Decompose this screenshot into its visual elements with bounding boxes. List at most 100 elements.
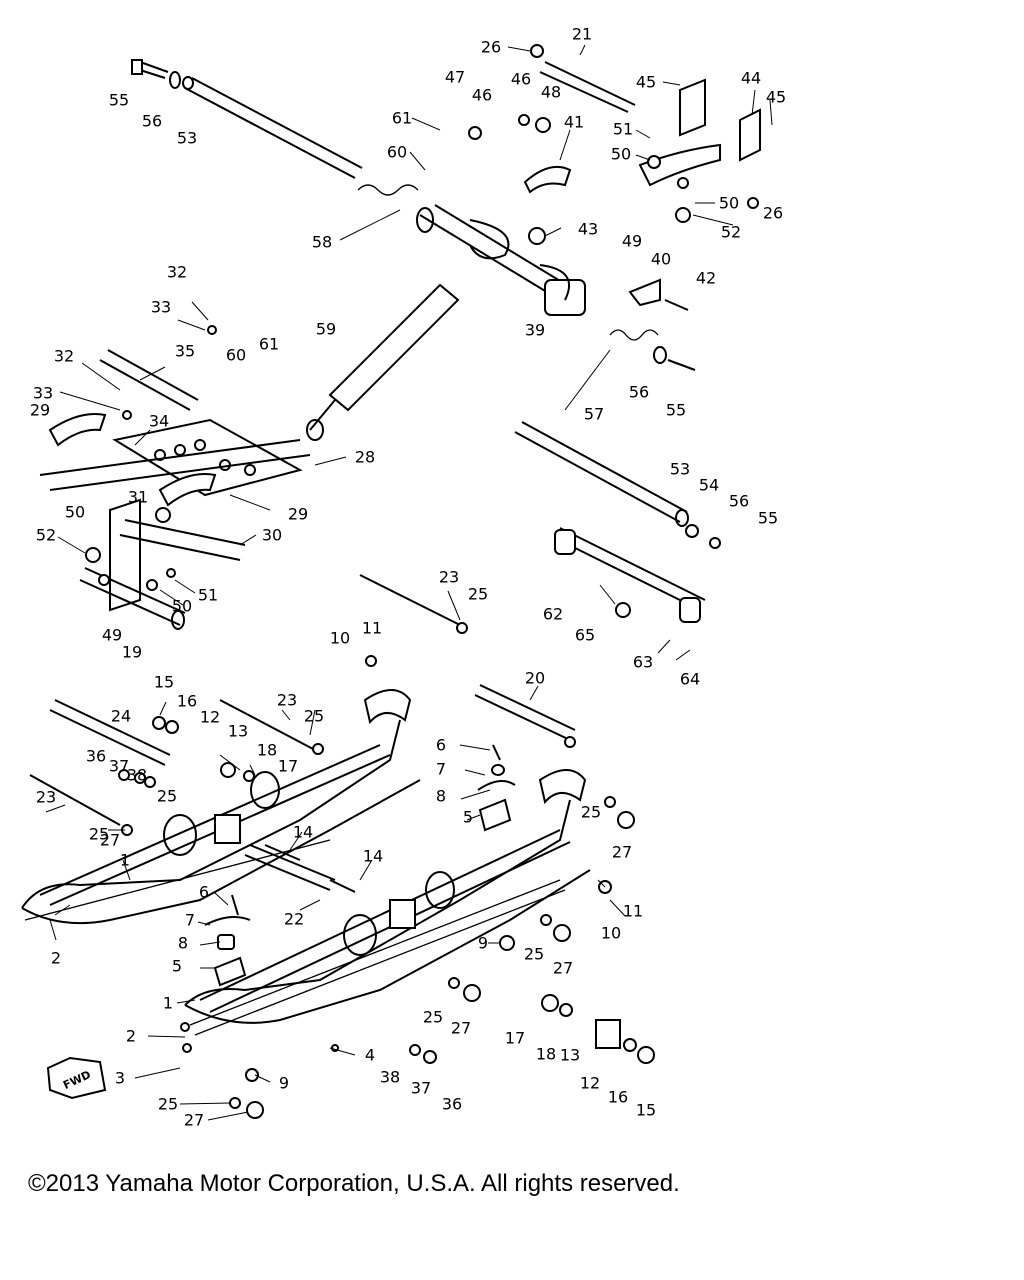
- part-label: 17: [278, 757, 298, 776]
- part-label: 9: [478, 934, 488, 953]
- part-label: 9: [279, 1074, 289, 1093]
- part-label: 46: [511, 70, 531, 89]
- leader-lines: [45, 44, 773, 1121]
- part-label: 55: [666, 401, 686, 420]
- copyright-notice: ©2013 Yamaha Motor Corporation, U.S.A. A…: [28, 1170, 680, 1197]
- part-label: 12: [580, 1074, 600, 1093]
- part-label: 1: [120, 851, 130, 870]
- fwd-arrow: [46, 1056, 107, 1100]
- drawing: [21, 44, 773, 1121]
- part-label: 62: [543, 605, 563, 624]
- part-label: 51: [613, 120, 633, 139]
- part-label: 14: [363, 847, 383, 866]
- part-label: 4: [365, 1046, 375, 1065]
- part-label: 64: [680, 670, 700, 689]
- part-label: 25: [304, 707, 324, 726]
- part-label: 54: [699, 476, 719, 495]
- part-label: 22: [284, 910, 304, 929]
- part-label: 38: [380, 1068, 400, 1087]
- part-label: 37: [411, 1079, 431, 1098]
- part-label: 50: [65, 503, 85, 522]
- part-label: 16: [608, 1088, 628, 1107]
- part-label: 46: [472, 86, 492, 105]
- part-label: 8: [178, 934, 188, 953]
- part-label: 55: [758, 509, 778, 528]
- part-label: 6: [436, 736, 446, 755]
- part-label: 57: [584, 405, 604, 424]
- part-label: 17: [505, 1029, 525, 1048]
- part-label: 25: [157, 787, 177, 806]
- part-label: 25: [468, 585, 488, 604]
- part-label: 56: [729, 492, 749, 511]
- part-label: 38: [127, 766, 147, 785]
- part-label: 60: [387, 143, 407, 162]
- part-label: 53: [177, 129, 197, 148]
- part-label: 31: [128, 488, 148, 507]
- part-label: 18: [536, 1045, 556, 1064]
- part-label: 26: [481, 38, 501, 57]
- part-label: 45: [636, 73, 656, 92]
- part-label: 39: [525, 321, 545, 340]
- part-label: 13: [560, 1046, 580, 1065]
- part-label: 55: [109, 91, 129, 110]
- part-label: 52: [721, 223, 741, 242]
- hardware-markers: [85, 44, 759, 1119]
- part-label: 27: [184, 1111, 204, 1130]
- part-label: 58: [312, 233, 332, 252]
- part-label: 19: [122, 643, 142, 662]
- part-label: 12: [200, 708, 220, 727]
- part-label: 27: [612, 843, 632, 862]
- part-label: 15: [154, 673, 174, 692]
- part-label: 36: [442, 1095, 462, 1114]
- part-label: 50: [719, 194, 739, 213]
- part-label: 35: [175, 342, 195, 361]
- part-label: 45: [766, 88, 786, 107]
- part-label: 30: [262, 526, 282, 545]
- part-label: 23: [36, 788, 56, 807]
- part-label: 25: [423, 1008, 443, 1027]
- part-label: 23: [439, 568, 459, 587]
- part-label: 28: [355, 448, 375, 467]
- part-label: 11: [362, 619, 382, 638]
- part-label: 24: [111, 707, 131, 726]
- part-label: 59: [316, 320, 336, 339]
- part-label: 50: [172, 597, 192, 616]
- part-label: 23: [277, 691, 297, 710]
- part-label: 3: [115, 1069, 125, 1088]
- part-label: 41: [564, 113, 584, 132]
- part-label: 65: [575, 626, 595, 645]
- part-label: 32: [54, 347, 74, 366]
- part-label: 6: [199, 883, 209, 902]
- part-label: 61: [259, 335, 279, 354]
- part-label: 56: [629, 383, 649, 402]
- part-label: 5: [463, 808, 473, 827]
- part-label: 26: [763, 204, 783, 223]
- part-label: 10: [330, 629, 350, 648]
- part-label: 7: [436, 760, 446, 779]
- part-label: 18: [257, 741, 277, 760]
- part-label: 7: [185, 911, 195, 930]
- part-label: 40: [651, 250, 671, 269]
- part-label: 27: [553, 959, 573, 978]
- part-label: 11: [623, 902, 643, 921]
- parts-exploded-diagram: 1 1 2 2 3 4 5 5 6 6 7 7 8 8 9 9 10 10 11…: [21, 25, 786, 1130]
- part-number-labels: 1 1 2 2 3 4 5 5 6 6 7 7 8 8 9 9 10 10 11…: [30, 25, 786, 1130]
- part-label: 56: [142, 112, 162, 131]
- part-label: 33: [151, 298, 171, 317]
- part-label: 61: [392, 109, 412, 128]
- part-label: 47: [445, 68, 465, 87]
- part-label: 29: [30, 401, 50, 420]
- part-label: 51: [198, 586, 218, 605]
- part-label: 63: [633, 653, 653, 672]
- part-label: 49: [102, 626, 122, 645]
- part-label: 53: [670, 460, 690, 479]
- part-label: 1: [163, 994, 173, 1013]
- part-label: 21: [572, 25, 592, 44]
- part-label: 42: [696, 269, 716, 288]
- part-label: 2: [51, 949, 61, 968]
- part-label: 34: [149, 412, 169, 431]
- part-label: 25: [158, 1095, 178, 1114]
- part-label: 15: [636, 1101, 656, 1120]
- part-label: 25: [89, 825, 109, 844]
- part-label: 8: [436, 787, 446, 806]
